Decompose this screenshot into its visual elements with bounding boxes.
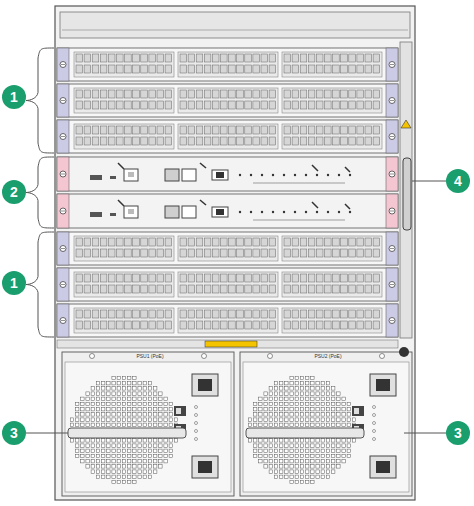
side-handle: [403, 158, 411, 230]
mpu-card: [57, 194, 398, 228]
callout-circle: [2, 421, 26, 445]
callout-circle: [2, 180, 26, 204]
callout-number: 1: [10, 276, 18, 290]
power-supply: [240, 352, 412, 496]
callout-circle: [446, 421, 470, 445]
psu-label: PSU1 (PoE): [136, 354, 163, 359]
line-card: [57, 268, 398, 301]
power-supply: [62, 352, 234, 496]
callout-circle: [2, 271, 26, 295]
bracket: [26, 48, 54, 153]
psu-label: PSU2 (PoE): [314, 354, 341, 359]
callout-number: 2: [10, 185, 18, 199]
leader-line: [412, 181, 446, 182]
callout-number: 3: [10, 426, 18, 440]
callout-number: 1: [10, 90, 18, 104]
bracket: [26, 157, 54, 228]
chassis-frame: [55, 6, 415, 500]
side-rail: [400, 42, 412, 338]
line-card: [57, 120, 398, 153]
line-card: [57, 304, 398, 337]
line-card: [57, 232, 398, 265]
bracket: [26, 232, 54, 337]
leader-line: [404, 433, 446, 434]
line-card: [57, 84, 398, 117]
callout-circle: [446, 169, 470, 193]
leader-line: [26, 433, 68, 434]
mpu-card: [57, 157, 398, 191]
line-card: [57, 48, 398, 81]
top-panel: [60, 12, 410, 38]
callout-circle: [2, 85, 26, 109]
callout-number: 3: [454, 426, 462, 440]
callout-number: 4: [454, 174, 462, 188]
